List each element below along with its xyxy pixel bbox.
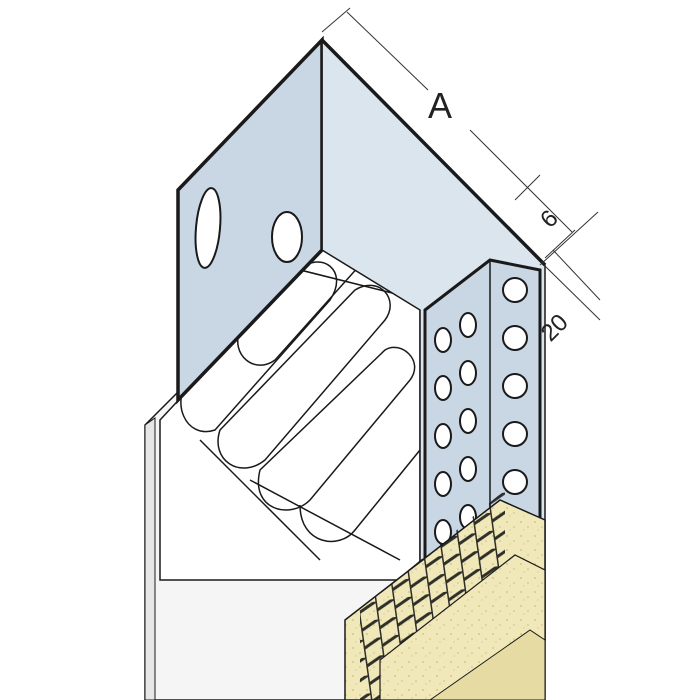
perforation-hole <box>502 373 528 399</box>
insulation-roll <box>257 346 416 511</box>
perforation-hole <box>434 471 452 497</box>
perforation-hole <box>434 423 452 449</box>
perforation-hole <box>459 360 477 386</box>
insulation-layer <box>159 261 421 581</box>
perforation-hole <box>459 312 477 338</box>
insulation-roll <box>217 284 391 469</box>
insulation-roll <box>180 261 338 433</box>
perforation-hole <box>434 327 452 353</box>
perforation-hole <box>502 277 528 303</box>
profile-left-flange <box>176 35 324 405</box>
perforation-hole <box>434 375 452 401</box>
dimension-lines <box>321 7 601 321</box>
insulation-roll <box>299 449 421 543</box>
mounting-hole <box>271 211 303 263</box>
perforation-hole <box>459 456 477 482</box>
perforation-hole <box>502 469 528 495</box>
perforation-hole <box>502 421 528 447</box>
perforation-hole <box>459 408 477 434</box>
perforation-hole <box>502 325 528 351</box>
mounting-slot <box>194 187 222 269</box>
plaster-layer <box>344 490 546 700</box>
dimension-a-label: A <box>428 85 452 126</box>
